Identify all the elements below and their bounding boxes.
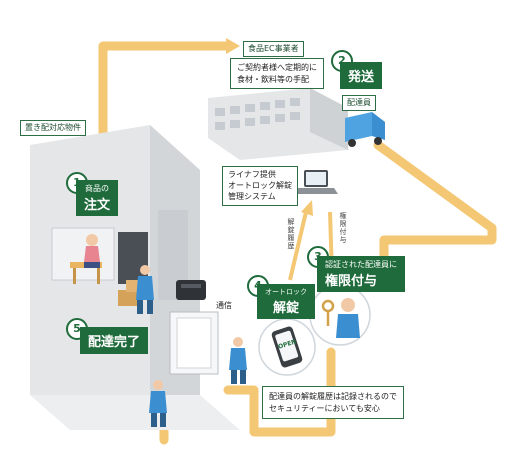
ec-business-label: 食品EC事業者 bbox=[243, 41, 304, 57]
delivery-staff-figure bbox=[149, 380, 167, 427]
route-arrow-head bbox=[226, 38, 240, 54]
ec-desc-line2: 食材・飲料等の手配 bbox=[237, 74, 309, 84]
delivery-staff-figure bbox=[136, 265, 154, 314]
delivery-staff-label: 配達員 bbox=[342, 95, 376, 111]
laptop-icon bbox=[294, 170, 338, 194]
autolock-device bbox=[176, 280, 206, 300]
system-label: ライナフ提供 オートロック解錠 管理システム bbox=[222, 166, 298, 207]
step-4-small: オートロック bbox=[265, 288, 307, 296]
grant-permission-label: 権限付与 bbox=[339, 212, 347, 244]
delivery-truck bbox=[345, 112, 385, 147]
authorized-staff-circle bbox=[309, 284, 371, 346]
step-1-title: 注文 bbox=[84, 198, 111, 213]
security-note: 配達員の解錠履歴は記録されるので セキュリティーにおいても安心 bbox=[262, 386, 404, 420]
ec-description: ご契約者様へ定期的に 食材・飲料等の手配 bbox=[230, 58, 324, 90]
system-line1: ライナフ提供 bbox=[228, 170, 276, 179]
building-label: 置き配対応物件 bbox=[20, 120, 86, 136]
resident-person bbox=[70, 234, 102, 284]
note-line1: 配達員の解錠履歴は記録されるので bbox=[269, 392, 397, 401]
step-3-title: 権限付与 bbox=[325, 274, 378, 289]
step-1-box: 商品の 注文 bbox=[76, 180, 119, 216]
step-2-title: 発送 bbox=[340, 62, 383, 89]
system-line2: オートロック解錠 bbox=[228, 180, 292, 190]
communication-label: 通信 bbox=[216, 301, 232, 310]
unlock-history-label: 解錠履歴 bbox=[287, 218, 295, 250]
step-3-box: 認証された配達員に 権限付与 bbox=[317, 256, 405, 292]
package-boxes bbox=[118, 280, 140, 306]
delivery-staff-figure bbox=[229, 337, 247, 384]
step-4-title: 解錠 bbox=[272, 301, 299, 316]
apartment-building bbox=[30, 125, 240, 430]
entrance-door bbox=[169, 311, 219, 375]
sync-arrow-head bbox=[301, 200, 313, 216]
step-1-small: 商品の bbox=[85, 184, 109, 193]
note-line2: セキュリティーにおいても安心 bbox=[269, 403, 380, 413]
step-4-box: オートロック 解錠 bbox=[257, 284, 315, 319]
ec-desc-line1: ご契約者様へ定期的に bbox=[237, 63, 317, 72]
system-line3: 管理システム bbox=[228, 191, 276, 201]
smartphone-circle bbox=[258, 318, 316, 376]
step-5-title: 配達完了 bbox=[80, 327, 149, 354]
step-3-small: 認証された配達員に bbox=[325, 260, 397, 269]
warehouse-building bbox=[208, 88, 348, 160]
